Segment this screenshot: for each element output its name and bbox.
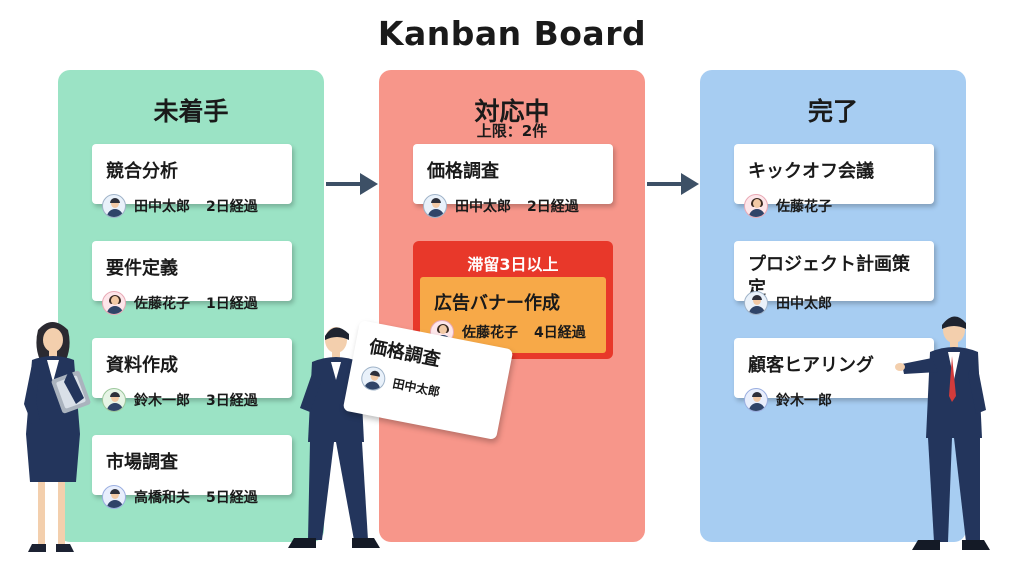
card-title: 市場調査 (106, 452, 178, 473)
businessman-pointing-illustration (895, 316, 990, 550)
elapsed-days: 2日経過 (527, 199, 579, 215)
assignee-name: 田中太郎 (776, 296, 832, 312)
arrow-right-icon (326, 173, 378, 195)
arrow-right-icon (647, 173, 699, 195)
avatar-icon (744, 291, 768, 315)
avatar-icon (102, 194, 126, 218)
avatar-icon (744, 194, 768, 218)
assignee-name: 高橋和夫 (134, 490, 190, 506)
card-title: 顧客ヒアリング (748, 355, 874, 376)
card-title: 要件定義 (106, 258, 178, 279)
avatar-icon (744, 388, 768, 412)
column-done: 完了 キックオフ会議 佐藤花子 プロジェクト計画策定 田中太郎 顧客ヒアリング … (700, 70, 966, 542)
card-title: 広告バナー作成 (434, 293, 560, 314)
assignee-name: 田中太郎 (455, 199, 511, 215)
column-title-todo: 未着手 (153, 97, 229, 126)
assignee-name: 鈴木一郎 (134, 393, 190, 409)
wip-limit: 上限：2件 (476, 122, 548, 140)
assignee-name: 鈴木一郎 (776, 393, 832, 409)
avatar-icon (102, 485, 126, 509)
avatar-icon (102, 291, 126, 315)
elapsed-days: 2日経過 (206, 199, 258, 215)
elapsed-days: 5日経過 (206, 490, 258, 506)
task-card-requirements[interactable]: 要件定義 佐藤花子 1日経過 (92, 241, 292, 315)
businesswoman-illustration (24, 322, 91, 552)
assignee-name: 田中太郎 (134, 199, 190, 215)
avatar-icon (423, 194, 447, 218)
task-card-competitor-analysis[interactable]: 競合分析 田中太郎 2日経過 (92, 144, 292, 218)
avatar-icon (359, 364, 388, 393)
card-meta: 鈴木一郎 3日経過 (102, 387, 258, 413)
board-title: Kanban Board (377, 14, 647, 53)
column-title-done: 完了 (807, 97, 858, 126)
card-title: 資料作成 (106, 355, 178, 376)
elapsed-days: 3日経過 (206, 393, 258, 409)
column-title-in-progress: 対応中 (474, 97, 550, 126)
card-meta: 田中太郎 2日経過 (102, 193, 258, 219)
card-meta: 高橋和夫 5日経過 (102, 484, 258, 510)
assignee-name: 佐藤花子 (776, 199, 832, 215)
card-title: キックオフ会議 (748, 161, 874, 182)
elapsed-days: 1日経過 (206, 296, 258, 312)
task-card-price-research[interactable]: 価格調査 田中太郎 2日経過 (413, 144, 613, 218)
card-meta: 田中太郎 2日経過 (423, 193, 579, 219)
task-card-market-research[interactable]: 市場調査 高橋和夫 5日経過 (92, 435, 292, 509)
assignee-name: 佐藤花子 (462, 325, 518, 341)
assignee-name: 田中太郎 (391, 375, 442, 399)
avatar-icon (102, 388, 126, 412)
task-card-kickoff[interactable]: キックオフ会議 佐藤花子 (734, 144, 934, 218)
card-meta: 田中太郎 (744, 290, 832, 316)
task-card-project-plan[interactable]: プロジェクト計画策定 田中太郎 (734, 241, 934, 315)
card-meta: 佐藤花子 (744, 193, 832, 219)
card-meta: 鈴木一郎 (744, 387, 832, 413)
assignee-name: 佐藤花子 (134, 296, 190, 312)
task-card-documents[interactable]: 資料作成 鈴木一郎 3日経過 (92, 338, 292, 412)
card-meta: 佐藤花子 1日経過 (102, 290, 258, 316)
column-todo: 未着手 競合分析 田中太郎 2日経過 要件定義 佐藤花子 1日経過 資料作成 鈴… (58, 70, 324, 542)
task-card-customer-hearing[interactable]: 顧客ヒアリング 鈴木一郎 (734, 338, 934, 412)
stale-alert-label: 滞留3日以上 (467, 255, 559, 274)
column-in-progress: 対応中 上限：2件 価格調査 田中太郎 2日経過 滞留3日以上 広告バナー作成 … (379, 70, 645, 542)
elapsed-days: 4日経過 (534, 325, 586, 341)
card-title: 競合分析 (106, 161, 178, 182)
card-title: 価格調査 (427, 161, 499, 182)
